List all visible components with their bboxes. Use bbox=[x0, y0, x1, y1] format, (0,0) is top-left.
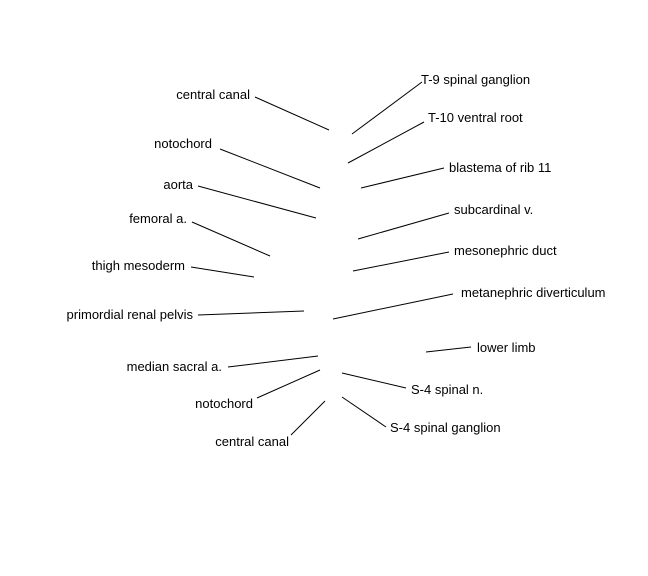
label-subcardinal-v: subcardinal v. bbox=[454, 202, 533, 217]
leader-line-thigh-mesoderm bbox=[190, 266, 255, 278]
leader-line-mesonephric-duct bbox=[352, 251, 450, 272]
leader-line-central-canal-lower bbox=[290, 400, 326, 436]
leader-line-primordial-renal-pelvis bbox=[197, 310, 305, 316]
label-notochord-lower: notochord bbox=[195, 396, 253, 411]
label-aorta: aorta bbox=[163, 177, 193, 192]
label-median-sacral-a: median sacral a. bbox=[127, 359, 222, 374]
leader-line-s4-spinal-n bbox=[341, 372, 407, 389]
label-thigh-mesoderm: thigh mesoderm bbox=[92, 258, 185, 273]
leader-line-t9-spinal-ganglion bbox=[351, 81, 423, 135]
label-blastema-of-rib-11: blastema of rib 11 bbox=[449, 160, 551, 175]
label-notochord-upper: notochord bbox=[154, 136, 212, 151]
leader-line-central-canal-upper bbox=[254, 96, 330, 131]
leader-line-s4-spinal-ganglion bbox=[341, 396, 387, 428]
leader-line-metanephric-diverticulum bbox=[332, 293, 454, 320]
right-labels: T-9 spinal ganglion T-10 ventral root bl… bbox=[332, 72, 606, 435]
label-s4-spinal-n: S-4 spinal n. bbox=[411, 382, 483, 397]
leader-line-femoral-a bbox=[191, 221, 271, 257]
label-primordial-renal-pelvis: primordial renal pelvis bbox=[67, 307, 194, 322]
label-central-canal-upper: central canal bbox=[176, 87, 250, 102]
left-labels: central canal notochord aorta femoral a.… bbox=[67, 87, 330, 449]
leader-line-notochord-lower bbox=[256, 369, 321, 399]
leader-line-median-sacral-a bbox=[227, 355, 319, 368]
leader-line-notochord-upper bbox=[219, 148, 321, 189]
label-t9-spinal-ganglion: T-9 spinal ganglion bbox=[421, 72, 530, 87]
label-s4-spinal-ganglion: S-4 spinal ganglion bbox=[390, 420, 501, 435]
label-central-canal-lower: central canal bbox=[215, 434, 289, 449]
leader-line-t10-ventral-root bbox=[347, 121, 425, 164]
leader-line-aorta bbox=[197, 185, 317, 219]
leader-line-blastema-of-rib-11 bbox=[360, 167, 445, 189]
label-mesonephric-duct: mesonephric duct bbox=[454, 243, 557, 258]
label-lower-limb: lower limb bbox=[477, 340, 536, 355]
leader-line-subcardinal-v bbox=[357, 212, 450, 240]
leader-line-lower-limb bbox=[425, 346, 472, 353]
label-metanephric-diverticulum: metanephric diverticulum bbox=[461, 285, 606, 300]
label-femoral-a: femoral a. bbox=[129, 211, 187, 226]
label-t10-ventral-root: T-10 ventral root bbox=[428, 110, 523, 125]
